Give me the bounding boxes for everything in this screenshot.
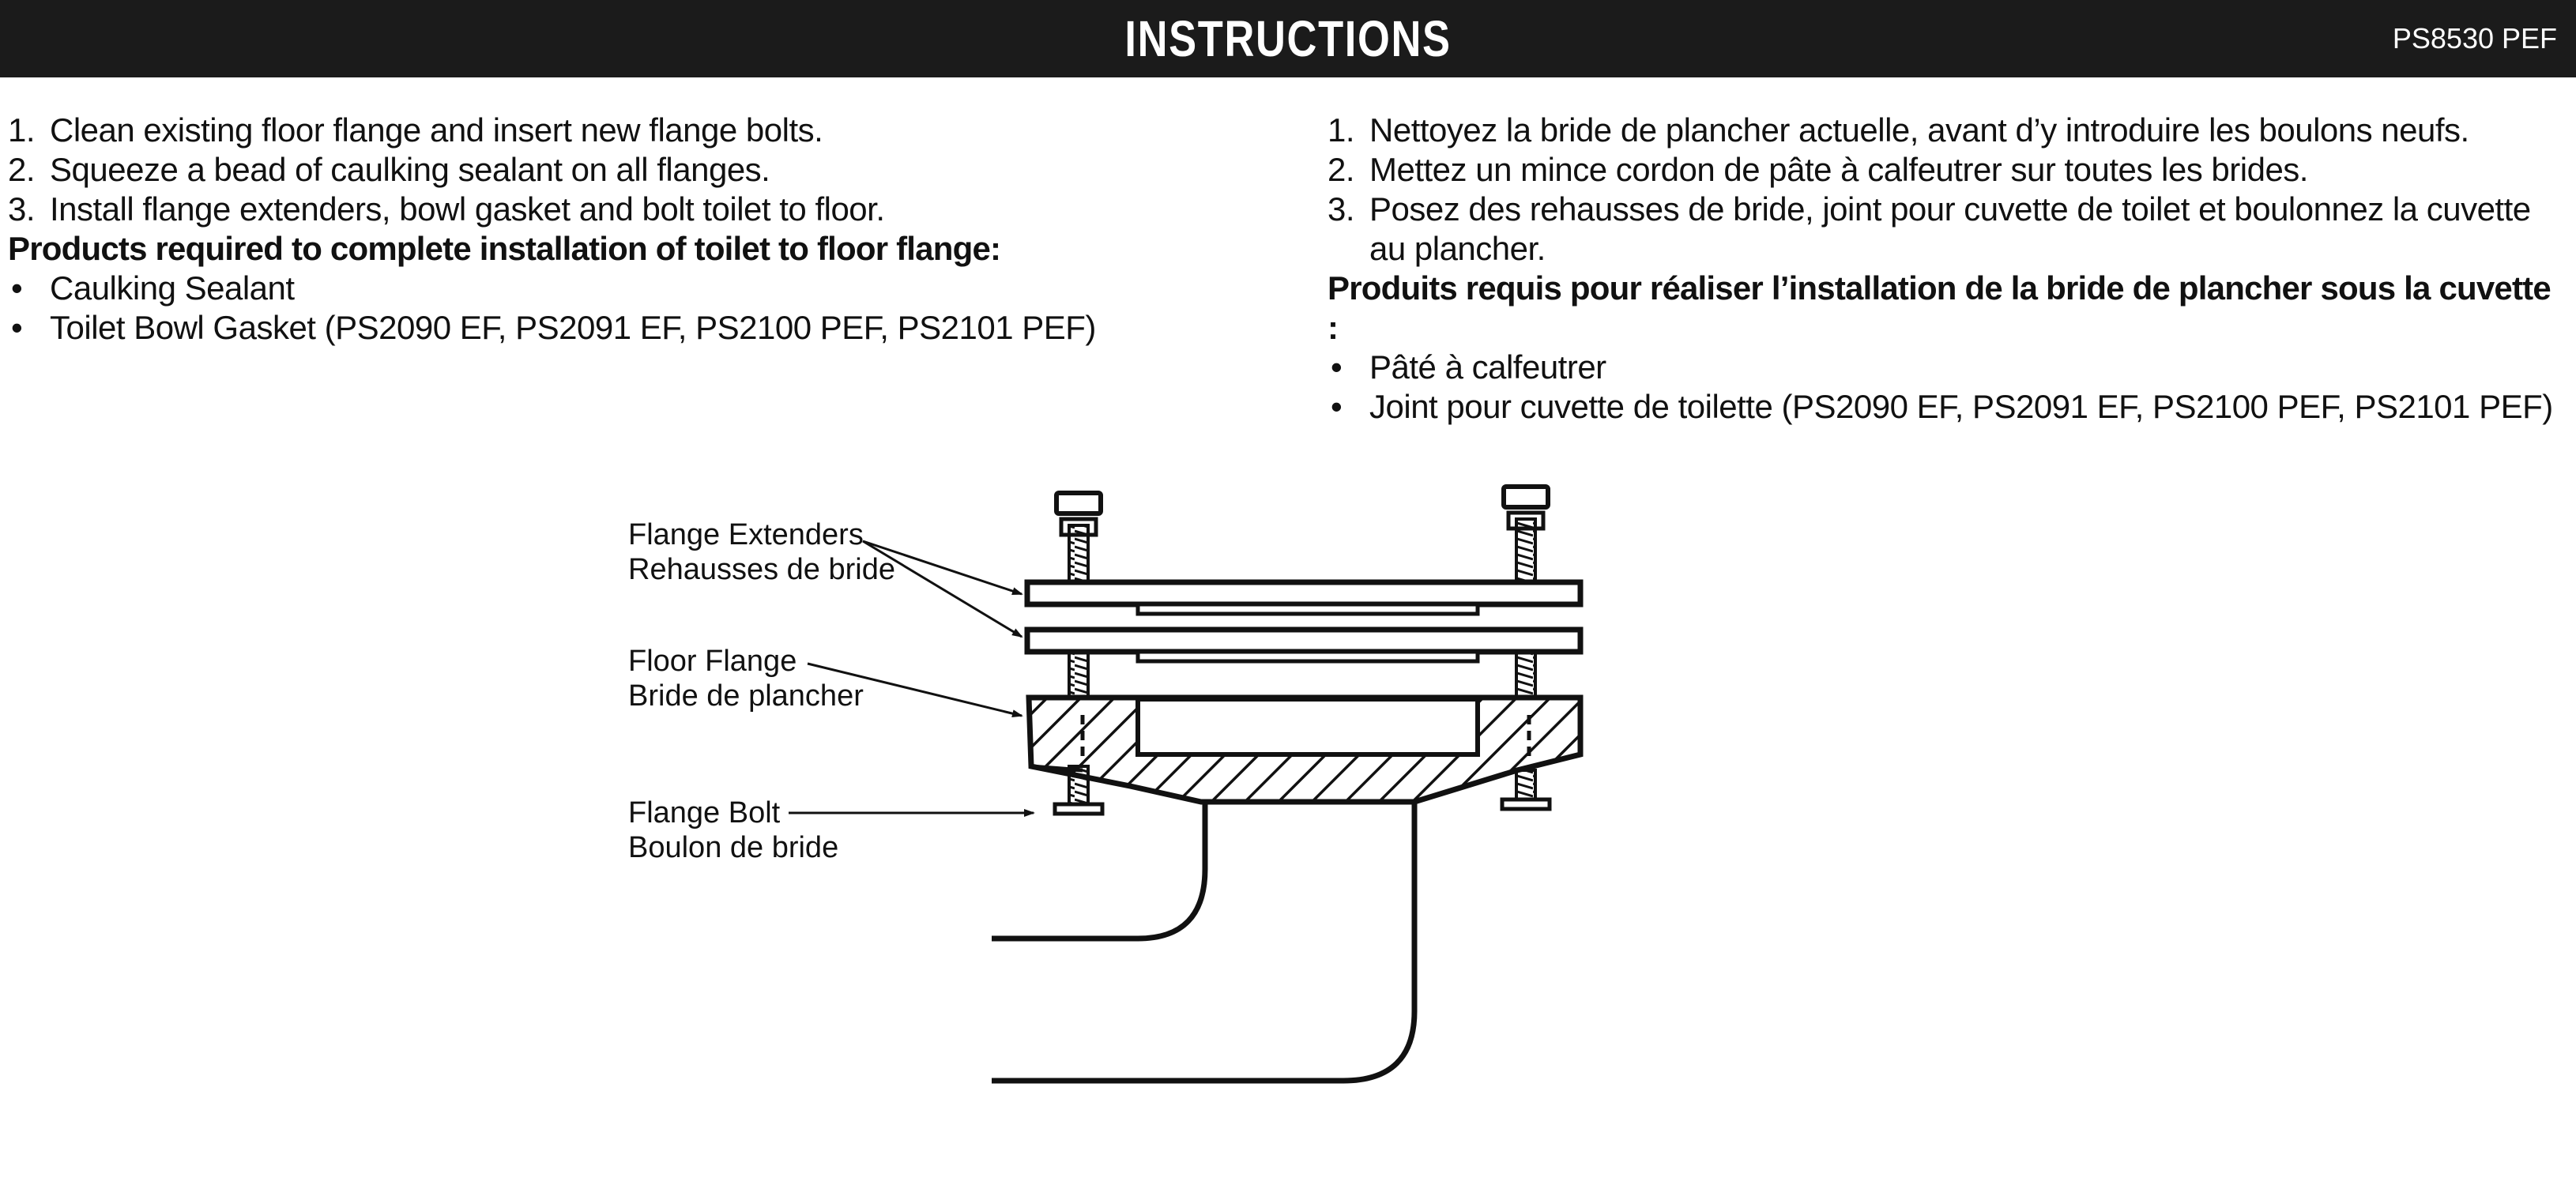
- step-number: 2.: [1328, 151, 1355, 188]
- step-number: 1.: [8, 111, 36, 149]
- callout-leaders: [789, 540, 1035, 817]
- step-number: 2.: [8, 151, 36, 188]
- english-step-1: 1. Clean existing floor flange and insert…: [8, 111, 1233, 150]
- label-floor-flange-fr: Bride de plancher: [628, 679, 864, 713]
- french-product-1: • Pâté à calfeutrer: [1328, 348, 2568, 387]
- french-step-3: 3. Posez des rehausses de bride, joint po…: [1328, 190, 2568, 269]
- step-text: Nettoyez la bride de plancher actuelle, …: [1369, 111, 2469, 149]
- step-text: Posez des rehausses de bride, joint pour…: [1369, 190, 2531, 267]
- product-code: PS8530 PEF: [2392, 22, 2557, 55]
- product-text: Joint pour cuvette de toilette (PS2090 E…: [1369, 388, 2553, 425]
- step-text: Squeeze a bead of caulking sealant on al…: [50, 151, 770, 188]
- step-text: Install flange extenders, bowl gasket an…: [50, 190, 885, 228]
- bullet: •: [11, 269, 23, 307]
- header-bar: INSTRUCTIONS PS8530 PEF: [0, 0, 2576, 77]
- french-steps: 1. Nettoyez la bride de plancher actuelle…: [1328, 111, 2568, 269]
- french-products-list: • Pâté à calfeutrer • Joint pour cuvette d…: [1328, 348, 2568, 427]
- french-step-2: 2. Mettez un mince cordon de pâte à calfe…: [1328, 150, 2568, 190]
- drain-pipe: [992, 802, 1418, 1084]
- english-product-1: • Caulking Sealant: [8, 269, 1233, 308]
- english-step-3: 3. Install flange extenders, bowl gasket …: [8, 190, 1233, 229]
- label-flange-bolt-fr: Boulon de bride: [628, 831, 838, 864]
- english-steps: 1. Clean existing floor flange and insert…: [8, 111, 1233, 229]
- english-products-list: • Caulking Sealant • Toilet Bowl Gasket (P…: [8, 269, 1233, 348]
- product-text: Caulking Sealant: [50, 269, 295, 307]
- english-instructions: 1. Clean existing floor flange and insert…: [8, 111, 1233, 348]
- step-number: 3.: [8, 190, 36, 228]
- step-number: 1.: [1328, 111, 1355, 149]
- label-flange-bolt-en: Flange Bolt: [628, 796, 781, 830]
- product-text: Pâté à calfeutrer: [1369, 348, 1606, 386]
- bullet: •: [1331, 388, 1343, 425]
- french-instructions: 1. Nettoyez la bride de plancher actuelle…: [1328, 111, 2568, 427]
- step-number: 3.: [1328, 190, 1355, 228]
- floor-flange: [1026, 694, 1584, 805]
- step-text: Mettez un mince cordon de pâte à calfeut…: [1369, 151, 2308, 188]
- label-floor-flange-en: Floor Flange: [628, 645, 797, 678]
- bullet: •: [1331, 348, 1343, 386]
- flange-bolt-left: [1053, 491, 1105, 816]
- french-step-1: 1. Nettoyez la bride de plancher actuelle…: [1328, 111, 2568, 150]
- english-step-2: 2. Squeeze a bead of caulking sealant on …: [8, 150, 1233, 190]
- label-flange-extenders-fr: Rehausses de bride: [628, 553, 895, 586]
- label-flange-extenders-en: Flange Extenders: [628, 518, 864, 551]
- product-text: Toilet Bowl Gasket (PS2090 EF, PS2091 EF…: [50, 309, 1096, 346]
- english-product-2: • Toilet Bowl Gasket (PS2090 EF, PS2091 E…: [8, 308, 1233, 348]
- french-products-heading: Produits requis pour réaliser l’installa…: [1328, 269, 2552, 346]
- flange-bolt-right: [1500, 484, 1552, 811]
- english-products-heading: Products required to complete installati…: [8, 230, 1001, 267]
- flange-extenders: [1024, 579, 1584, 664]
- step-text: Clean existing floor flange and insert n…: [50, 111, 823, 149]
- french-product-2: • Joint pour cuvette de toilette (PS2090 …: [1328, 387, 2568, 427]
- page-title: INSTRUCTIONS: [1124, 10, 1452, 67]
- bullet: •: [11, 309, 23, 346]
